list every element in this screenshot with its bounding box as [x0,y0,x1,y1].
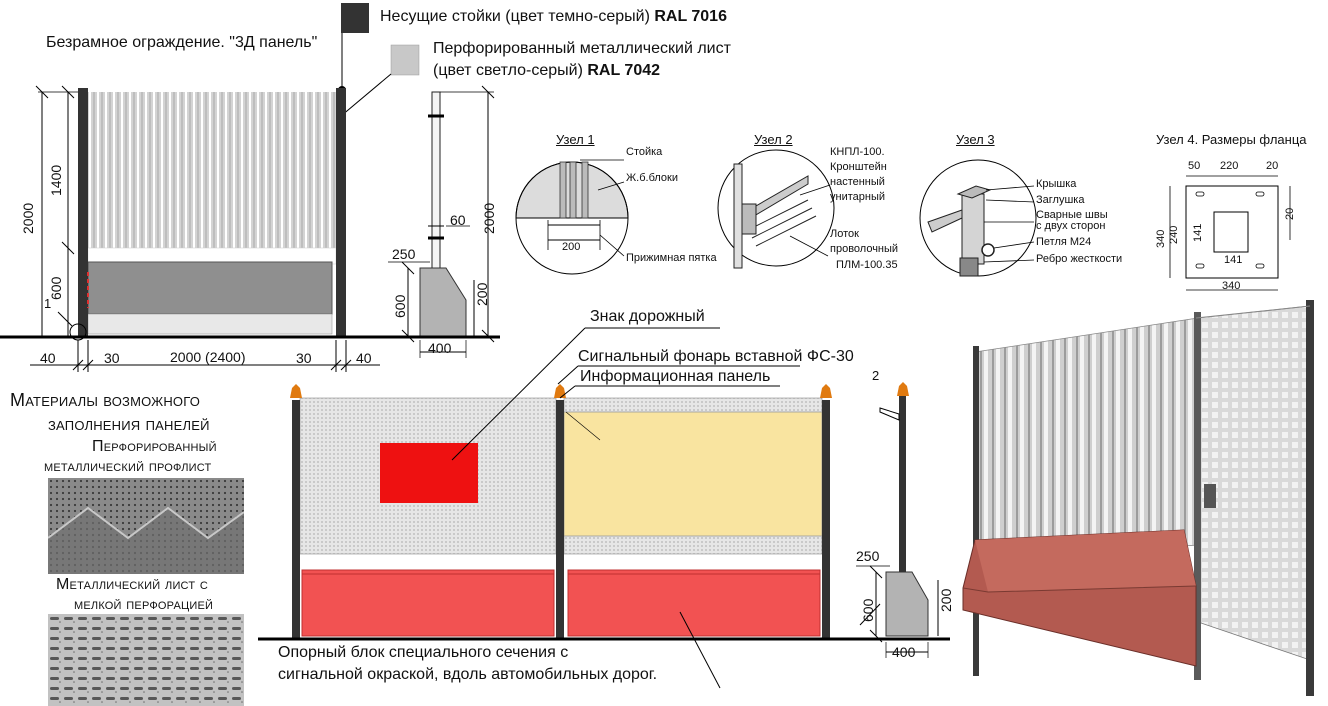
dim-total-height: 2000 [20,202,36,234]
node-1-title: Узел 1 [556,132,595,147]
dim-side-block-width: 400 [428,340,452,356]
node-3-label-cap: Крышка [1036,178,1077,190]
road-fence-elevation [258,327,950,689]
node-marker-1: 1 [44,296,52,311]
material-2-photo [48,614,244,706]
dim-road-block-height: 600 [860,598,876,622]
node-3-label-loop: Петля М24 [1036,236,1092,248]
node-4-dim-bottom-0: 141 [1224,254,1243,266]
dim-bottom-1: 30 [104,350,120,366]
node-3-label-welds2: с двух сторон [1036,220,1106,232]
node-2-label1-3: унитарный [830,191,885,203]
node-1-detail [515,159,629,275]
node-2-label2-0: Лоток [830,228,859,240]
dim-side-block-side: 200 [474,282,490,306]
dim-side-height: 2000 [481,202,497,234]
node-1-label-post: Стойка [626,146,663,158]
dim-side-block-top: 250 [392,246,416,262]
node-4-dim-left-1: 240 [1168,225,1180,244]
legend-item-light: (цвет светло-серый) RAL 7042 [433,62,660,80]
node-3-title: Узел 3 [956,132,995,147]
node-2-detail [717,149,835,269]
material-2-line2: мелкой перфорацией [74,596,214,613]
material-1-line1: Перфорированный [92,438,217,455]
dim-road-block-side: 200 [938,588,954,612]
node-4-dim-left-0: 340 [1155,229,1167,248]
node-2-label1-2: настенный [830,176,885,188]
dim-upper-height: 1400 [48,164,64,196]
info-panel-label: Информационная панель [580,368,771,385]
materials-heading-2: заполнения панелей [48,414,210,434]
legend-item-dark-text: Несущие стойки (цвет темно-серый) [380,8,650,25]
node-2-title: Узел 2 [754,132,793,147]
road-sign-label: Знак дорожный [590,308,705,325]
node-4-dim-top-2: 20 [1266,160,1279,172]
fence-3d-render [962,300,1314,696]
node-1-label-heel: Прижимная пятка [626,252,717,264]
node-3-label-rib: Ребро жесткости [1036,253,1123,265]
legend-item-light-line1: Перфорированный металлический лист [433,40,731,57]
dim-bottom-4: 40 [356,350,372,366]
legend-item-dark: Несущие стойки (цвет темно-серый) RAL 70… [380,8,727,26]
node-marker-2: 2 [872,368,880,383]
legend-item-light-line2: (цвет светло-серый) [433,62,583,79]
legend-item-dark-code: RAL 7016 [654,8,727,25]
node-4-dim-bottom-1: 340 [1222,280,1241,292]
node-4-dim-right-0: 20 [1284,207,1296,220]
dim-post: 60 [450,212,466,228]
dim-road-block-top: 250 [856,548,880,564]
dim-bottom-0: 40 [40,350,56,366]
node-4-dim-top-0: 50 [1188,160,1201,172]
road-fence-side-view [856,382,939,658]
node-2-label1-1: Кронштейн [830,161,887,173]
node-4-dim-top-1: 220 [1220,160,1239,172]
node-4-dim-left-2: 141 [1192,223,1204,242]
node-4-title: Узел 4. Размеры фланца [1156,132,1307,147]
fence-title: Безрамное ограждение. "3Д панель" [46,34,318,51]
node-1-dim: 200 [562,241,581,253]
materials-heading-1: Материалы возможного [10,390,201,410]
node-3-detail [919,159,1037,277]
support-block-label-1: Опорный блок специального сечения с [278,644,569,661]
node-3-label-plug: Заглушка [1036,194,1085,206]
legend-swatch-dark [341,3,369,33]
material-2-line1: Металлический лист с [56,576,209,593]
dim-side-block-height: 600 [392,294,408,318]
dim-bottom-3: 30 [296,350,312,366]
dim-road-block-width: 400 [892,644,916,660]
signal-lamp-label: Сигнальный фонарь вставной ФС-30 [578,348,854,365]
material-1-line2: металлический профлист [44,458,212,475]
fence-side-view [380,85,500,358]
fence-elevation [0,85,380,372]
node-2-label1-0: КНПЛ-100. [830,146,885,158]
node-3-label-welds: Сварные швы [1036,209,1108,221]
legend-swatch-light [390,44,420,76]
node-2-label2-2: ПЛМ-100.35 [836,259,898,271]
node-2-label2-1: проволочный [830,243,899,255]
dim-bottom-2: 2000 (2400) [170,349,246,365]
material-1-photo [48,478,244,574]
node-1-label-blocks: Ж.б.блоки [626,172,678,184]
support-block-label-2: сигнальной окраской, вдоль автомобильных… [278,666,658,683]
legend-item-light-code: RAL 7042 [587,62,661,79]
node-4-flange [1169,175,1291,291]
